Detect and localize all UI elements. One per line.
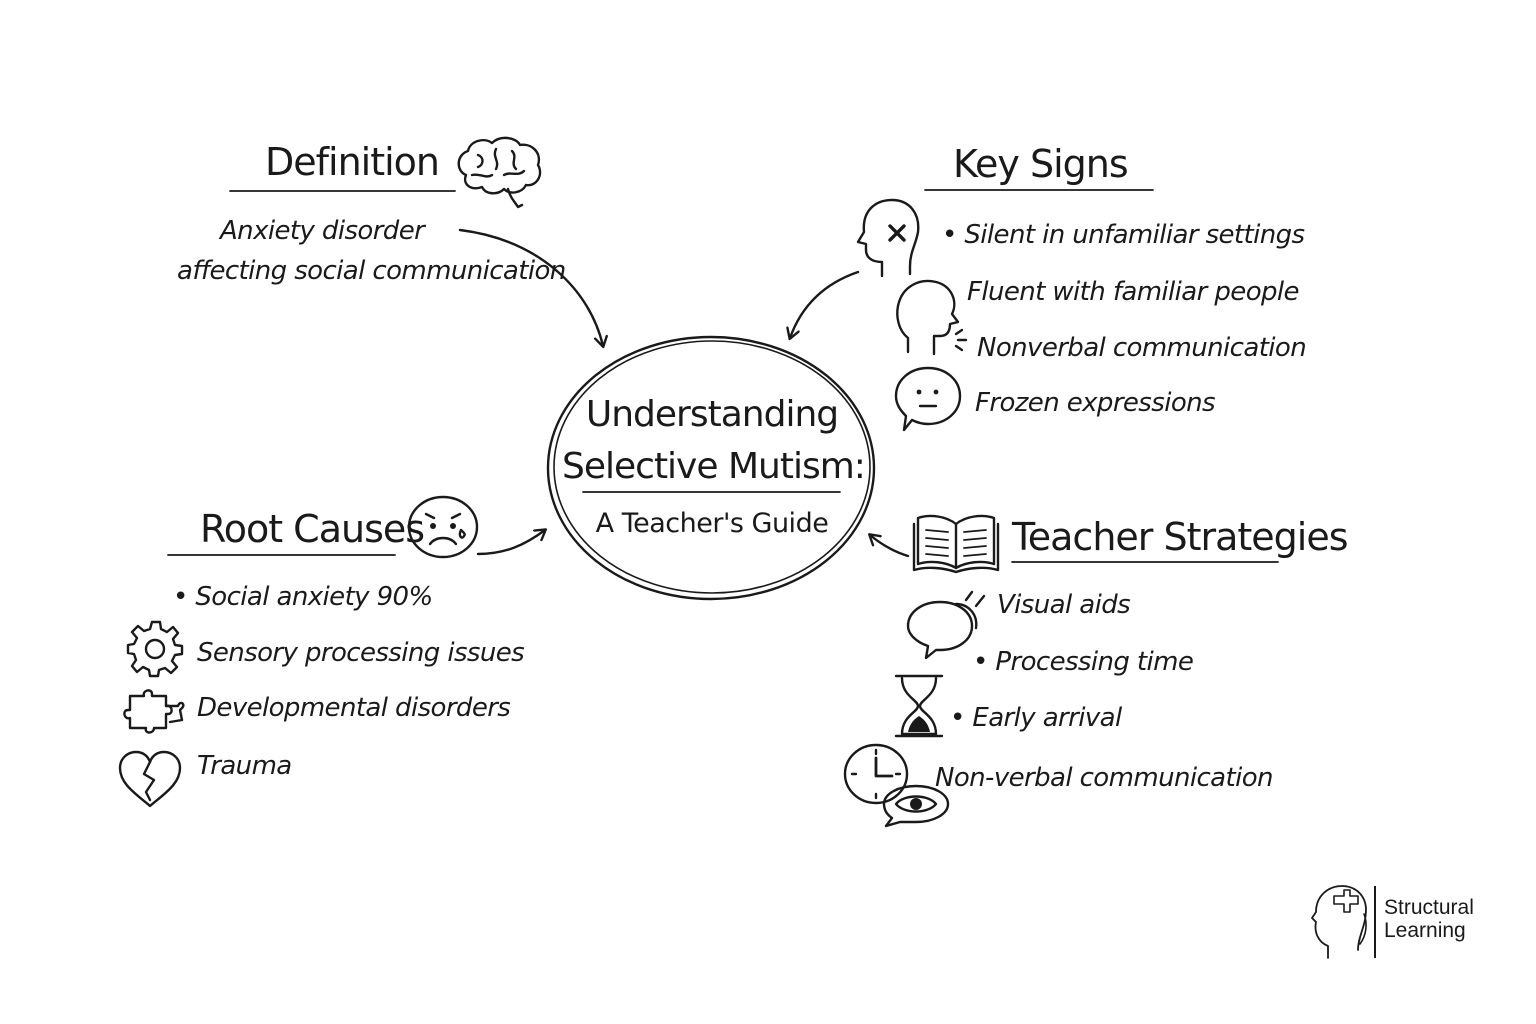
eye-bubble-icon — [880, 784, 952, 832]
root-causes-heading: Root Causes — [200, 507, 425, 551]
muted-head-icon — [852, 196, 924, 282]
arrow-root-causes — [476, 530, 545, 556]
brand-line2: Learning — [1384, 919, 1466, 942]
open-book-icon — [912, 510, 1000, 578]
strategy-item: • Early arrival — [950, 703, 1122, 733]
strategies-heading: Teacher Strategies — [1012, 515, 1349, 559]
strategy-item: Non-verbal communication — [935, 763, 1273, 793]
root-cause-item: Trauma — [197, 751, 292, 781]
strategy-item: • Processing time — [973, 647, 1194, 677]
hourglass-icon — [892, 672, 946, 744]
head-puzzle-logo-icon — [1310, 884, 1374, 964]
brand-line1: Structural — [1384, 896, 1474, 919]
key-signs-heading: Key Signs — [953, 142, 1129, 186]
key-sign-item: Nonverbal communication — [977, 333, 1307, 363]
center-title-line1: Understanding — [585, 394, 839, 435]
clock-icon — [842, 742, 910, 810]
center-ellipse-sketch — [553, 340, 871, 594]
arrow-key-signs — [790, 270, 860, 338]
center-title-line2: Selective Mutism: — [562, 446, 866, 487]
arrow-strategies — [870, 535, 910, 558]
arrow-definition — [458, 228, 603, 346]
gear-icon — [126, 618, 186, 682]
center-subtitle: A Teacher's Guide — [595, 508, 829, 539]
root-cause-item: Developmental disorders — [197, 693, 511, 723]
broken-heart-icon — [116, 750, 184, 812]
key-sign-item: Frozen expressions — [975, 388, 1216, 418]
strategy-item: Visual aids — [997, 590, 1131, 620]
definition-heading: Definition — [265, 140, 440, 184]
definition-text-line2: affecting social communication — [177, 256, 566, 286]
definition-text-line1: Anxiety disorder — [220, 216, 425, 246]
speech-bubble-icon — [906, 588, 990, 664]
worried-face-icon — [406, 494, 480, 564]
root-cause-item: Sensory processing issues — [197, 638, 525, 668]
speaking-head-icon — [892, 276, 972, 362]
root-cause-item: • Social anxiety 90% — [173, 582, 433, 612]
brain-icon — [452, 135, 544, 215]
puzzle-icon — [120, 688, 186, 742]
key-sign-item: Fluent with familiar people — [967, 277, 1300, 307]
center-ellipse — [546, 335, 876, 601]
neutral-face-bubble-icon — [894, 364, 964, 438]
key-sign-item: • Silent in unfamiliar settings — [942, 220, 1305, 250]
